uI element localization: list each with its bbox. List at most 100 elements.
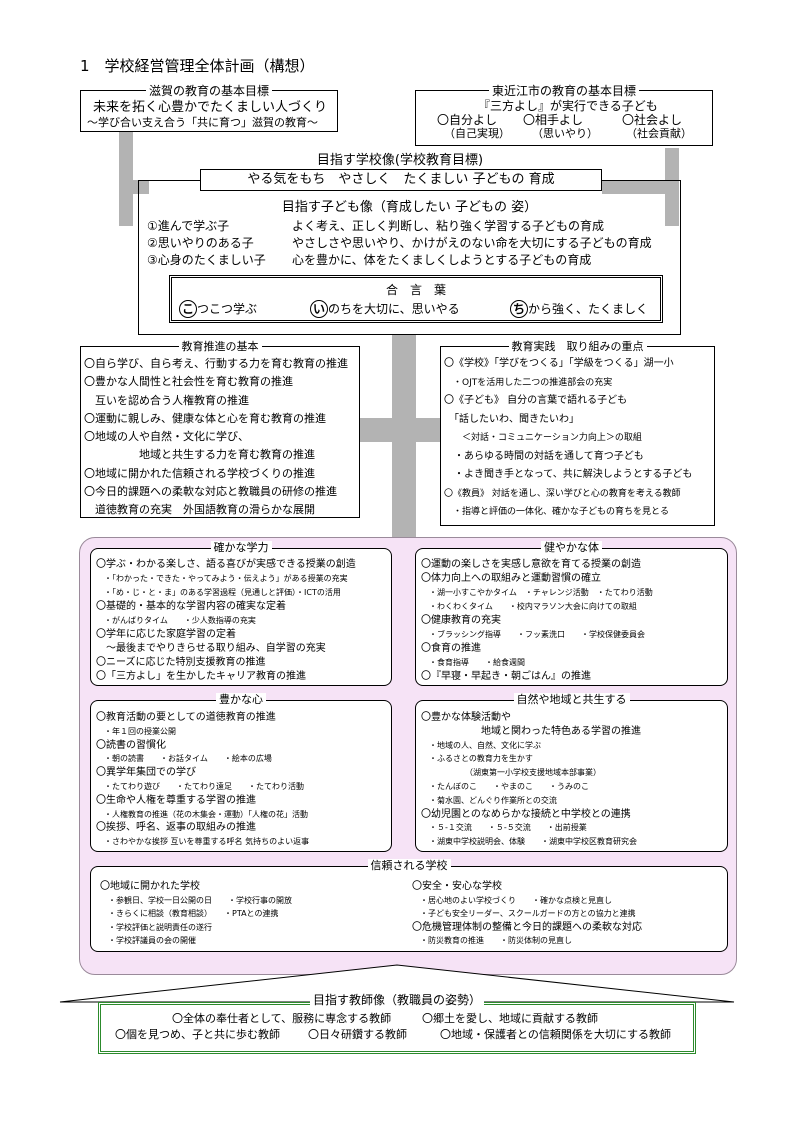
list-item: ・「わかった・できた・やってみよう・伝えよう」がある授業の充実 <box>96 574 348 583</box>
health-list: 〇運動の楽しさを実感し意欲を育てる授業の創造 〇体力向上への取組みと運動習慣の確… <box>421 558 653 684</box>
list-item: 地域と関わった特色ある学習の推進 <box>421 725 641 737</box>
teacher-item-3: 〇個を見つめ、子と共に歩む教師 <box>115 1028 280 1041</box>
list-item: 〇教育活動の要としての道徳教育の推進 <box>96 712 276 723</box>
focus-box <box>440 346 715 526</box>
list-item: ・子ども安全リーダー、スクールガードの方との協力と連携 <box>412 909 636 918</box>
list-item: 〇食育の推進 <box>421 643 481 654</box>
shiga-goal-line1: 未来を拓く心豊かでたくましい人づくり <box>93 100 328 115</box>
list-item: 〇生命や人権を尊重する学習の推進 <box>96 794 256 806</box>
list-item: 〇地域の人や自然・文化に学び、 <box>84 430 249 444</box>
list-item: ・OJTを活用した二つの推進部会の充実 <box>444 377 613 388</box>
child-goal-title: 目指す子ども像（育成したい 子どもの 姿） <box>281 200 538 215</box>
list-item: ・年１回の授業公開 <box>96 726 176 736</box>
teacher-item-4: 〇日々研鑽する教師 <box>308 1028 407 1041</box>
list-item: 〇今日的課題への柔軟な対応と教職員の研修の推進 <box>84 485 337 499</box>
list-item: 〇地域に開かれた信頼される学校づくりの推進 <box>84 466 315 480</box>
list-item: ・がんばりタイム ・少人数指導の充実 <box>96 616 256 625</box>
slogan-item-1: こつこつ学ぶ <box>179 300 257 318</box>
list-item: 〇基礎的・基本的な学習内容の確実な定着 <box>96 601 286 612</box>
higashiomi-item-2: 〇相手よし <box>523 113 584 127</box>
health-box <box>415 548 728 686</box>
child-goal-desc-3: 心を豊かに、体をたくましくしようとする子どもの育成 <box>292 253 592 267</box>
higashiomi-sub-3: （社会貢献） <box>626 127 692 140</box>
ability-list: 〇学ぶ・わかる楽しさ、語る喜びが実感できる授業の創造 ・「わかった・できた・やっ… <box>96 558 356 684</box>
list-item: 〇学年に応じた家庭学習の定着 <box>96 629 236 640</box>
heart-list: 〇教育活動の要としての道徳教育の推進 ・年１回の授業公開 〇読書の習慣化 ・朝の… <box>96 711 309 849</box>
list-item: 〇豊かな人間性と社会性を育む教育の推進 <box>84 375 293 389</box>
heart-box <box>90 700 392 852</box>
list-item: 「話したいわ、聞きたいわ」 <box>444 413 579 425</box>
nature-title: 自然や地域と共生する <box>513 693 630 706</box>
higashiomi-item-1: 〇自分よし <box>437 113 498 127</box>
list-item: ・人権教育の推進（花の木集会・運動）「人権の花」活動 <box>96 809 308 819</box>
list-item: ・たてわり遊び ・たてわり遠足 ・たてわり活動 <box>96 781 304 791</box>
heart-title: 豊かな心 <box>216 693 266 706</box>
teacher-item-5: 〇地域・保護者との信頼関係を大切にする教師 <box>440 1028 671 1041</box>
list-item: ・学校評議員の会の開催 <box>100 936 196 945</box>
trust-list-right: 〇安全・安心な学校 ・居心地のよい学校づくり ・確かな点検と見直し ・子ども安全… <box>412 880 642 948</box>
higashiomi-sub-2: （思いやり） <box>532 127 598 140</box>
list-item: ・たんぼのこ ・やまのこ ・うみのこ <box>421 781 589 791</box>
list-item: （湖東第一小学校支援地域本部事業） <box>421 768 601 778</box>
slogan-letter-i: い <box>310 300 328 318</box>
list-item: 〇「三方よし」を生かしたキャリア教育の推進 <box>96 671 306 682</box>
child-goal-desc-1: よく考え、正しく判断し、粘り強く学習する子どもの育成 <box>292 219 605 233</box>
slogan-letter-ko: こ <box>179 300 197 318</box>
nature-box <box>415 700 728 852</box>
list-item: ・居心地のよい学校づくり ・確かな点検と見直し <box>412 895 612 905</box>
shiga-goal-title: 滋賀の教育の基本目標 <box>145 84 272 98</box>
trust-list-left: 〇地域に開かれた学校 ・参観日、学校一日公開の日 ・学校行事の開放 ・きらくに相… <box>100 880 292 948</box>
trust-title: 信頼される学校 <box>367 859 451 872</box>
child-goal-desc-2: やさしさや思いやり、かけがえのない命を大切にする子どもの育成 <box>292 236 652 250</box>
list-item: 〇安全・安心な学校 <box>412 881 502 892</box>
slogan-box <box>169 275 663 323</box>
list-item: 〇危機管理体制の整備と今日的課題への柔軟な対応 <box>412 921 642 933</box>
basics-list: 〇自ら学び、自ら考え、行動する力を育む教育の推進 〇豊かな人間性と社会性を育む教… <box>84 355 348 520</box>
teacher-item-2: 〇郷土を愛し、地域に貢献する教師 <box>422 1012 598 1025</box>
teacher-item-1: 〇全体の奉仕者として、服務に専念する教師 <box>172 1012 392 1025</box>
list-item: 〇挨拶、呼名、返事の取組みの推進 <box>96 822 256 834</box>
health-title: 健やかな体 <box>541 541 602 554</box>
ability-title: 確かな学力 <box>210 541 272 554</box>
list-item: ・きらくに相談（教育相談） ・PTAとの連携 <box>100 909 279 918</box>
list-item: 地域と共生する力を育む教育の推進 <box>84 448 315 462</box>
list-item: ～最後までやりきらせる取り組み、自学習の充実 <box>96 643 326 654</box>
list-item: 互いを認め合う人権教育の推進 <box>84 393 249 407</box>
list-item: 〇『早寝・早起き・朝ごはん』の推進 <box>421 671 591 682</box>
list-item: ・学校評価と説明責任の遂行 <box>100 922 212 932</box>
list-item: ・ブラッシング指導 ・フッ素洗口 ・学校保健委員会 <box>421 630 645 639</box>
list-item: ・「め・じ・と・ま」のある学習過程（見通しと評価）・ICTの活用 <box>96 588 341 597</box>
focus-list: 〇《学校》「学びをつくる」「学級をつくる」湖一小 ・OJTを活用した二つの推進部… <box>444 355 692 522</box>
list-item: 〇体力向上への取組みと運動習慣の確立 <box>421 573 601 584</box>
school-goal-title: 目指す学校像(学校教育目標) <box>316 153 484 168</box>
connector <box>133 180 149 194</box>
child-goal-label-1: ①進んで学ぶ子 <box>147 219 230 233</box>
list-item: 〇自ら学び、自ら考え、行動する力を育む教育の推進 <box>84 357 348 370</box>
list-item: ・食育指導 ・給食週間 <box>421 658 525 667</box>
slogan-title: 合 言 葉 <box>385 283 446 297</box>
list-item: ・防災教育の推進 ・防災体制の見直し <box>412 936 572 945</box>
list-item: 〇ニーズに応じた特別支援教育の推進 <box>96 657 266 668</box>
list-item: ・５-１交流 ・５-５交流 ・出前授業 <box>421 823 587 833</box>
ability-box <box>90 548 392 686</box>
list-item: 〇幼児園とのなめらかな接続と中学校との連携 <box>421 808 631 820</box>
list-item: 道徳教育の充実 外国語教育の滑らかな展開 <box>84 503 315 517</box>
list-item: 〇運動の楽しさを実感し意欲を育てる授業の創造 <box>421 559 641 570</box>
list-item: ・指導と評価の一体化、確かな子どもの育ちを見とる <box>444 507 670 517</box>
list-item: ・わくわくタイム ・校内マラソン大会に向けての取組 <box>421 602 637 611</box>
list-item: ・朝の読書 ・お話タイム ・絵本の広場 <box>96 754 272 764</box>
list-item: 〇読書の習慣化 <box>96 739 166 751</box>
list-item: 〇《教員》 対話を通し、深い学びと心の教育を考える教師 <box>444 488 681 499</box>
shiga-goal-line2: ～学び合い支え合う「共に育つ」滋賀の教育～ <box>87 116 318 129</box>
list-item: ・地域の人、自然、文化に学ぶ <box>421 740 541 750</box>
higashiomi-goal-box <box>415 90 713 146</box>
slogan-letter-chi: ち <box>510 300 528 318</box>
child-goal-label-2: ②思いやりのある子 <box>147 236 254 250</box>
connector <box>602 180 665 194</box>
higashiomi-goal-title: 東近江市の教育の基本目標 <box>488 84 639 98</box>
connector <box>665 148 679 226</box>
list-item: 〇学ぶ・わかる楽しさ、語る喜びが実感できる授業の創造 <box>96 559 356 570</box>
list-item: ＜対話・コミュニケーション力向上＞の取組 <box>444 433 642 443</box>
higashiomi-goal-line1: 『三方よし』が実行できる子ども <box>478 99 658 113</box>
